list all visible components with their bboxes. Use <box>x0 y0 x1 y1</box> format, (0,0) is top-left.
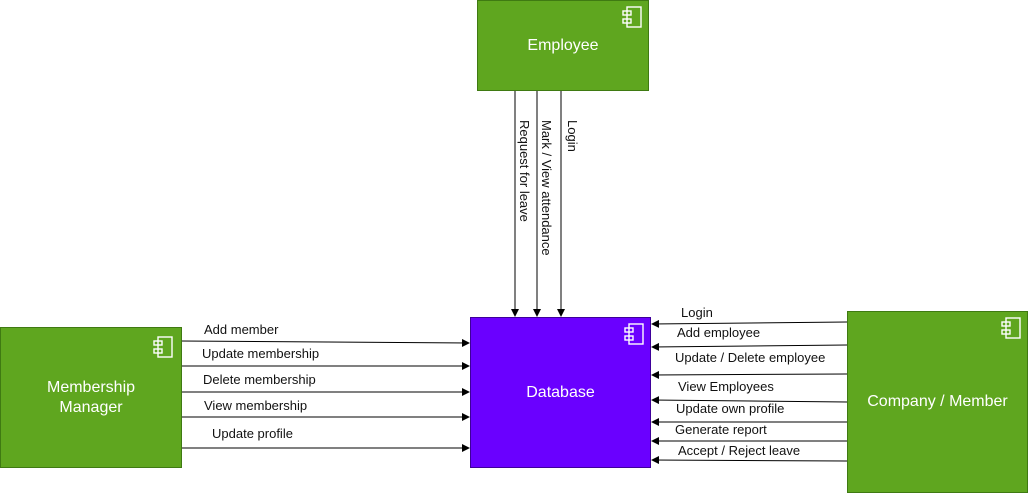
edge-label-accept-reject-leave: Accept / Reject leave <box>678 443 800 458</box>
membership-manager-node[interactable]: Membership Manager <box>0 327 182 468</box>
company-member-label: Company / Member <box>867 393 1008 410</box>
database-label: Database <box>526 383 595 401</box>
edge-label-generate-report: Generate report <box>675 422 767 437</box>
edge-cm-login <box>651 319 848 328</box>
database-node[interactable]: Database <box>470 317 651 468</box>
edge-label-add-member: Add member <box>204 322 279 337</box>
edge-label-view-membership: View membership <box>204 398 307 413</box>
component-icon <box>624 323 644 345</box>
edge-cm-accept-reject-leave <box>651 456 848 465</box>
membership-manager-label: Membership Manager <box>46 378 136 416</box>
edge-label-request-leave: Request for leave <box>517 120 532 222</box>
edge-label-view-employees: View Employees <box>678 379 774 394</box>
edge-label-delete-membership: Delete membership <box>203 372 316 387</box>
edge-label-cm-login: Login <box>681 305 713 320</box>
edge-label-update-delete-employee: Update / Delete employee <box>675 350 825 365</box>
edge-label-update-membership: Update membership <box>202 346 319 361</box>
edge-cm-add-employee <box>651 342 848 351</box>
edge-label-mark-view-attendance: Mark / View attendance <box>539 120 554 256</box>
component-icon <box>1001 317 1021 339</box>
component-icon <box>622 6 642 28</box>
edge-mm-add-member <box>180 338 470 347</box>
edge-cm-update-delete-employee <box>651 370 848 379</box>
employee-label: Employee <box>527 36 599 54</box>
company-member-node[interactable]: Company / Member <box>847 311 1028 493</box>
edge-label-add-employee: Add employee <box>677 325 760 340</box>
edge-cm-view-employees <box>651 396 848 405</box>
employee-node[interactable]: Employee <box>477 0 649 91</box>
edge-label-update-profile: Update profile <box>212 426 293 441</box>
edge-label-update-own-profile: Update own profile <box>676 401 784 416</box>
edge-label-employee-login: Login <box>565 120 580 152</box>
component-icon <box>153 336 173 358</box>
